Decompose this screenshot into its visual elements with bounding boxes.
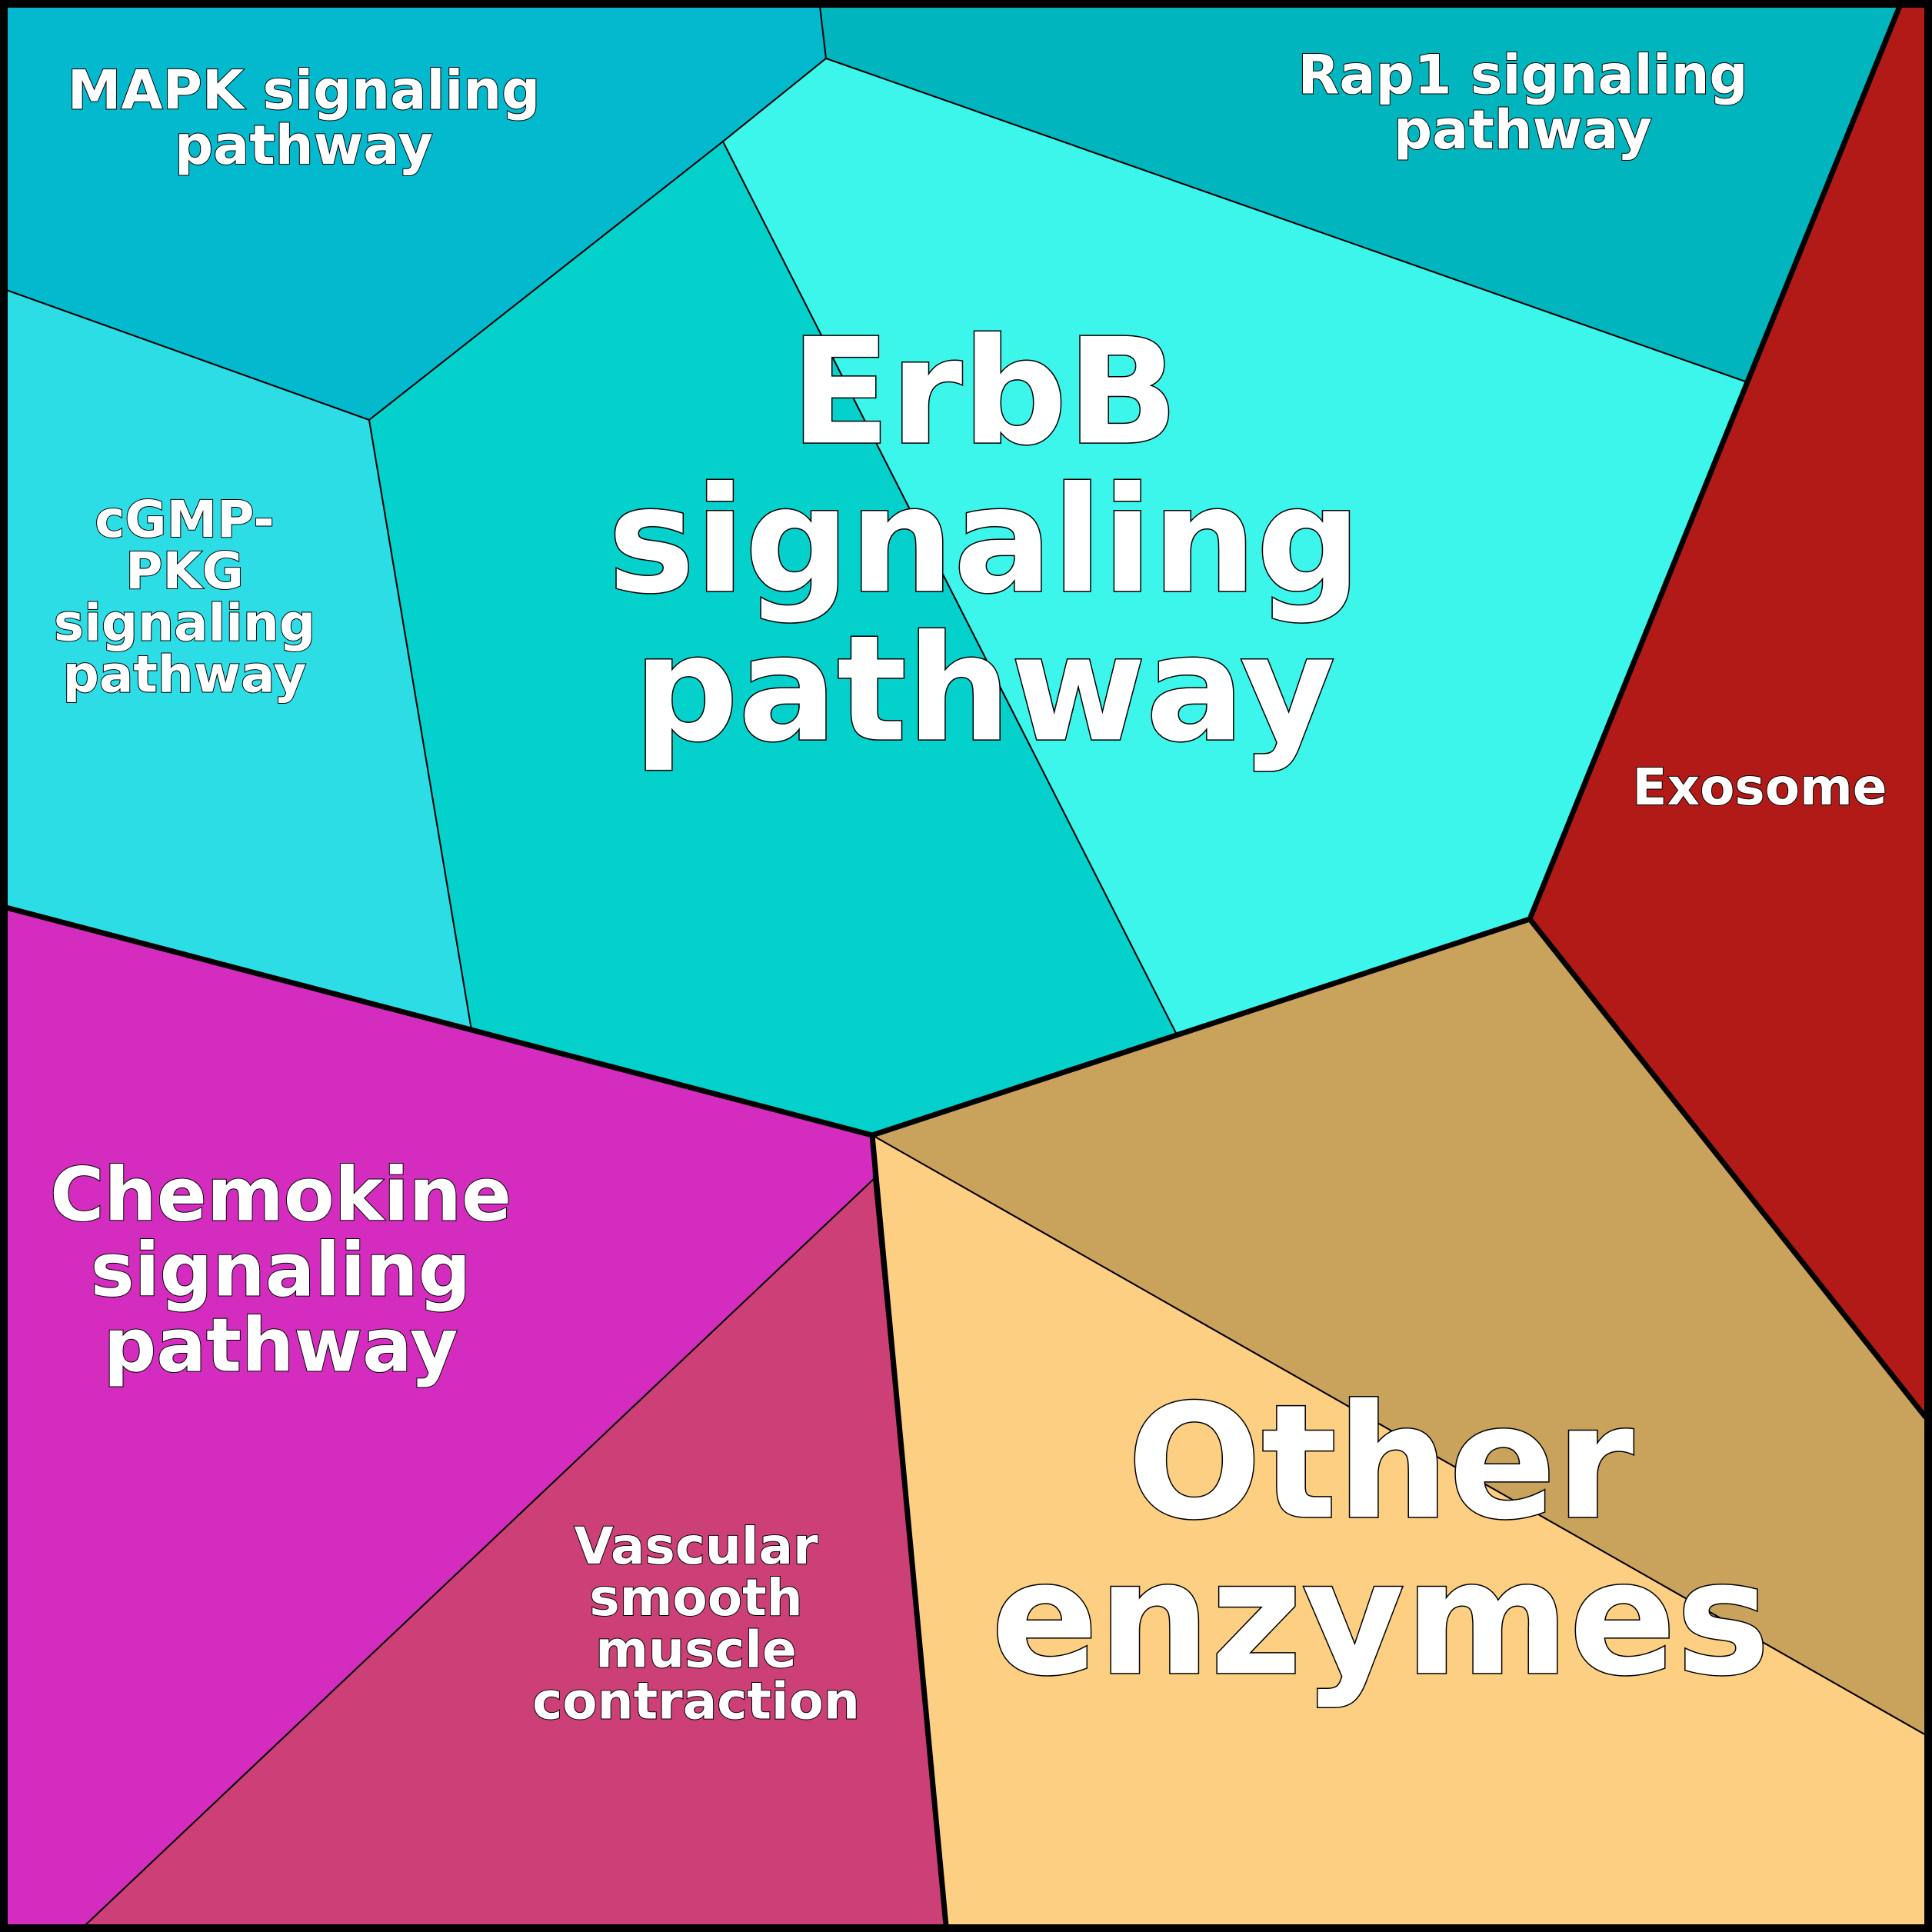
cell-label-line: cGMP- xyxy=(95,490,275,549)
cell-label-line: pathway xyxy=(175,114,433,177)
cell-label-line: pathway xyxy=(63,645,307,705)
cell-label-line: smooth xyxy=(589,1568,802,1627)
group-erbb-signaling-pathway xyxy=(5,5,1901,1137)
cell-label-line: PKG xyxy=(125,541,244,601)
cell-label-line: contraction xyxy=(532,1672,860,1731)
group-label-line: enzymes xyxy=(991,1527,1770,1710)
group-label-line: signaling xyxy=(608,455,1361,625)
group-label-line: ErbB xyxy=(791,307,1178,477)
group-label-line: pathway xyxy=(634,604,1335,774)
cell-label-line: Rap1 signaling xyxy=(1297,44,1747,107)
cell-label-line: signaling xyxy=(54,593,315,652)
cell-label-exosome: Exosome xyxy=(1632,758,1887,817)
cell-label-line: MAPK signaling xyxy=(68,59,541,122)
cell-label-line: Vascular xyxy=(574,1517,818,1576)
cell-label-line: pathway xyxy=(104,1302,458,1388)
cell-label-line: Chemokine xyxy=(50,1152,511,1238)
group-label-line: Other xyxy=(1128,1371,1634,1554)
group-boundary xyxy=(5,5,1903,1138)
cell-label-line: Exosome xyxy=(1632,758,1887,817)
cell-label-line: muscle xyxy=(595,1620,797,1679)
cell-label-line: signaling xyxy=(91,1227,471,1314)
group-boundary xyxy=(1527,917,1928,1420)
cell-label-line: pathway xyxy=(1394,98,1652,162)
group-boundary xyxy=(869,1134,949,1927)
